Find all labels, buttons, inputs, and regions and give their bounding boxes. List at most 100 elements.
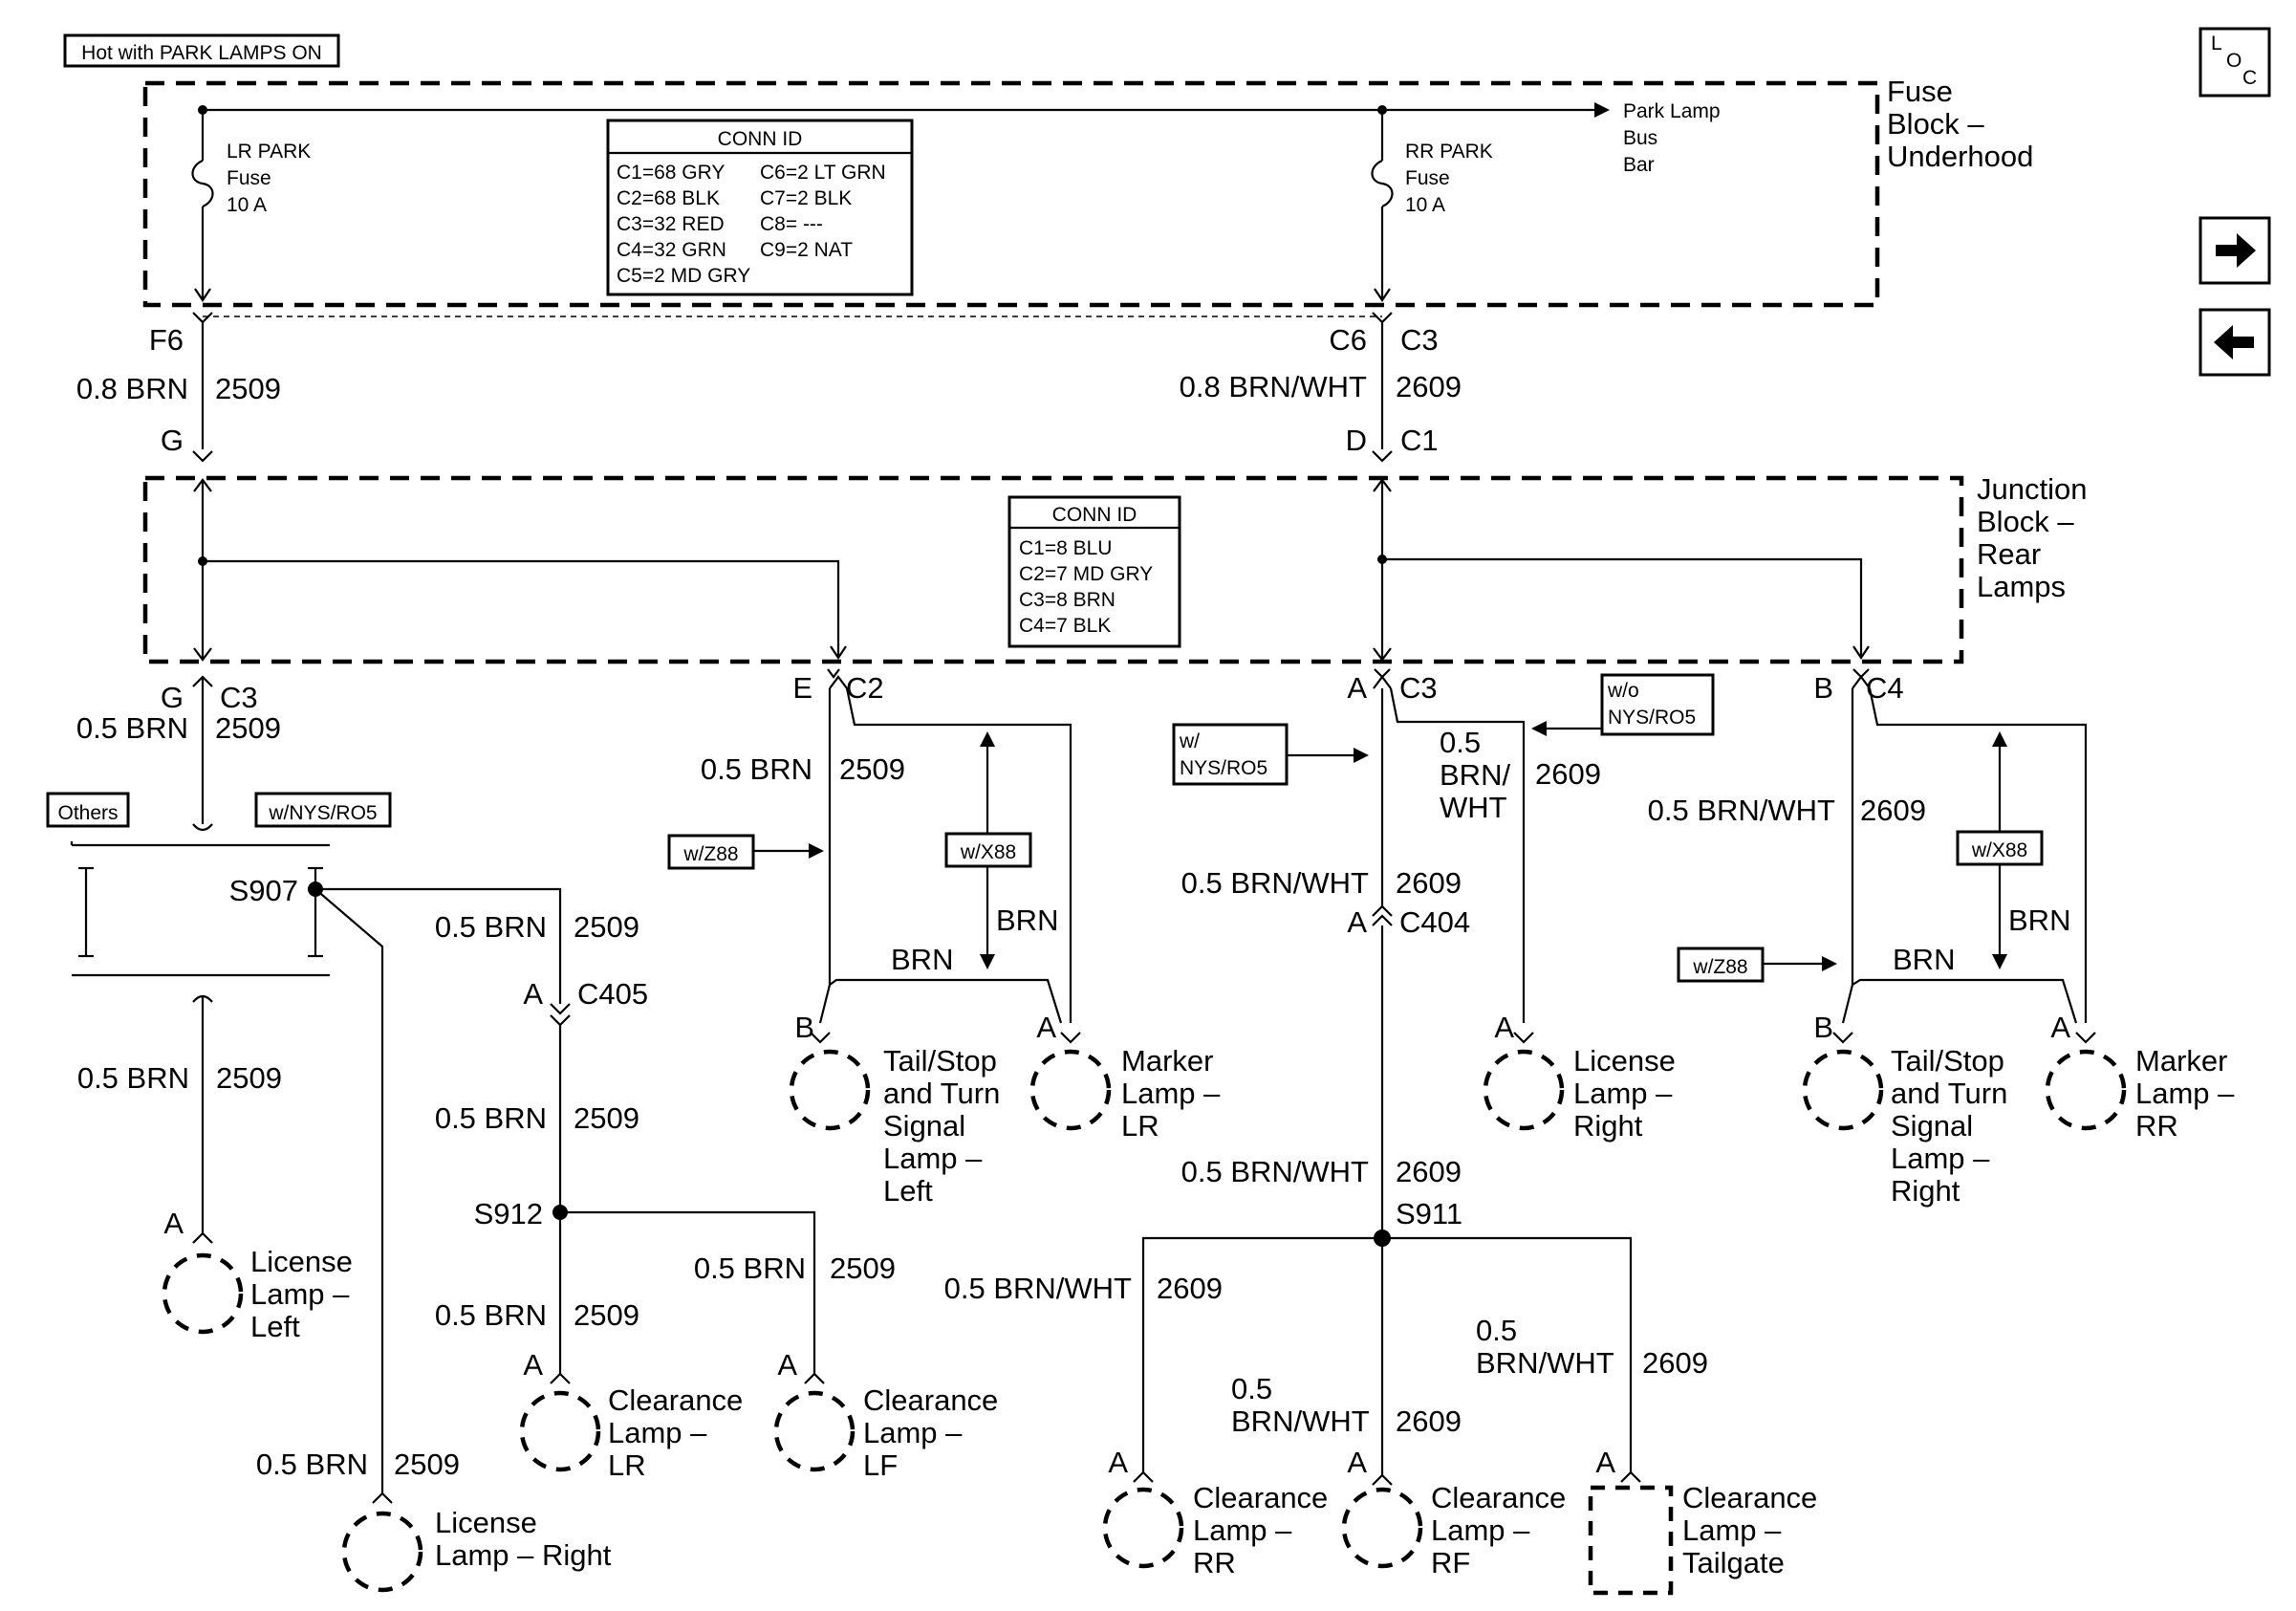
pin-a-clearance-rr: A <box>1108 1446 1128 1479</box>
circuit-left-upper: 2509 <box>215 372 281 405</box>
wo-nys-ro5-option-box <box>1600 673 1715 736</box>
pin-a-marker-rr: A <box>2050 1011 2070 1044</box>
circuit-2609-c: 2609 <box>1396 1155 1462 1188</box>
wire-size-right-upper: 0.8 BRN/WHT <box>1180 370 1367 403</box>
splice-s911: S911 <box>1396 1197 1462 1230</box>
circuit-2509-b: 2509 <box>574 910 639 944</box>
wire-size-2509-a: 0.5 BRN <box>76 711 188 745</box>
w-z88-option-box-right <box>1677 947 1765 983</box>
circuit-right-upper: 2609 <box>1396 370 1462 403</box>
fuse-conn-id-c8: C8= --- <box>760 213 823 235</box>
marker-lamp-lr-icon <box>1029 1049 1112 1131</box>
connector-f6-icon <box>192 312 213 324</box>
clearance-lamp-tailgate-icon <box>1588 1485 1674 1596</box>
pin-a-marker-lr: A <box>1036 1011 1056 1044</box>
pin-a-c405: A <box>523 977 543 1011</box>
wire-size-2509-h: 0.5 BRN <box>701 752 812 786</box>
pin-a-clearance-rf: A <box>1347 1446 1367 1479</box>
connector-c6-icon <box>1372 312 1393 324</box>
brn-label-bar-left: BRN <box>891 943 953 976</box>
fuse-conn-id-c1: C1=68 GRY <box>617 162 725 184</box>
fuse-conn-id-title: CONN ID <box>718 128 803 150</box>
hot-label: Hot with PARK LAMPS ON <box>81 42 322 64</box>
pin-a-license-right: A <box>1494 1011 1514 1044</box>
bus-bar-arrow <box>1594 102 1610 118</box>
license-lamp-right-icon <box>1483 1049 1565 1131</box>
c4-wiring <box>1763 668 2096 1044</box>
connector-d-icon <box>1372 450 1393 463</box>
circuit-2609-f: 2609 <box>1642 1346 1708 1380</box>
fuse-block-underhood-outline <box>142 80 1880 308</box>
brn-label-x88-left: BRN <box>996 903 1058 937</box>
junction-conn-id-c1: C1=8 BLU <box>1019 537 1112 559</box>
pin-d: D <box>1346 424 1367 457</box>
svg-text:C: C <box>2242 67 2257 89</box>
circuit-2609-g: 2609 <box>1860 794 1926 827</box>
hot-label-box <box>63 33 340 68</box>
fuse-conn-id-c3: C3=32 RED <box>617 213 725 235</box>
tail-stop-turn-lamp-left-icon <box>789 1049 871 1131</box>
pin-e: E <box>792 671 812 705</box>
w-z88-label-left: w/Z88 <box>682 843 738 865</box>
wire-size-2609-d: 0.5 BRN/WHT <box>944 1272 1132 1305</box>
w-z88-option-box-left <box>667 834 755 870</box>
w-nys-ro5-option-box-right <box>1172 723 1289 786</box>
wire-size-2609-c: 0.5 BRN/WHT <box>1181 1155 1369 1188</box>
clearance-lamp-lr-icon <box>519 1390 601 1472</box>
clearance-lamp-lf-icon <box>773 1390 856 1472</box>
wire-size-2509-f: 0.5 BRN <box>435 1298 547 1332</box>
license-lamp-left-icon <box>162 1252 244 1335</box>
fuse-conn-id-c9: C9=2 NAT <box>760 239 853 261</box>
connector-c1: C1 <box>1400 424 1439 457</box>
svg-text:O: O <box>2226 50 2242 72</box>
circuit-2509-e: 2509 <box>830 1252 896 1285</box>
w-x88-option-box-left <box>944 832 1032 868</box>
svg-text:L: L <box>2211 33 2222 54</box>
w-x88-label-right: w/X88 <box>1971 839 2027 861</box>
w-x88-label-left: w/X88 <box>960 841 1016 863</box>
license-lamp-right-lower-icon <box>341 1511 423 1593</box>
wire-size-2509-d: 0.5 BRN <box>77 1061 189 1095</box>
connector-c3-upper: C3 <box>1400 323 1439 357</box>
circuit-2509-c: 2509 <box>574 1101 639 1135</box>
w-nys-ro5-option-box <box>254 792 392 828</box>
wire-size-2509-e: 0.5 BRN <box>694 1252 806 1285</box>
brn-label-bar-right: BRN <box>1893 943 1955 976</box>
w-nys-ro5-label-right: w/NYS/RO5 <box>1179 730 1267 779</box>
others-option-box <box>46 792 130 828</box>
others-label: Others <box>57 802 118 824</box>
wire-size-left-upper: 0.8 BRN <box>76 372 188 405</box>
right-arrow-icon[interactable] <box>2199 216 2271 285</box>
fuse-block-conn-id-box <box>606 119 914 296</box>
connector-g-icon <box>192 450 213 463</box>
lr-park-fuse-icon <box>191 110 214 302</box>
junction-conn-id-c4: C4=7 BLK <box>1019 615 1111 637</box>
connector-c3-right: C3 <box>1399 671 1438 705</box>
circuit-2509-h: 2509 <box>839 752 905 786</box>
pin-b-c4: B <box>1813 671 1833 705</box>
circuit-2509-g: 2509 <box>394 1448 460 1481</box>
clearance-lamp-rf-icon <box>1341 1487 1423 1569</box>
junction-conn-id-c2: C2=7 MD GRY <box>1019 563 1153 585</box>
pin-b-tail-left: B <box>794 1011 814 1044</box>
location-icon[interactable]: L O C <box>2199 27 2271 98</box>
left-arrow-icon[interactable] <box>2199 308 2271 377</box>
circuit-2609-d: 2609 <box>1157 1272 1223 1305</box>
pin-a-c3-right: A <box>1347 671 1367 705</box>
junction-block-rear-lamps-outline <box>142 475 1964 664</box>
clearance-lamp-rr-icon <box>1102 1487 1184 1569</box>
